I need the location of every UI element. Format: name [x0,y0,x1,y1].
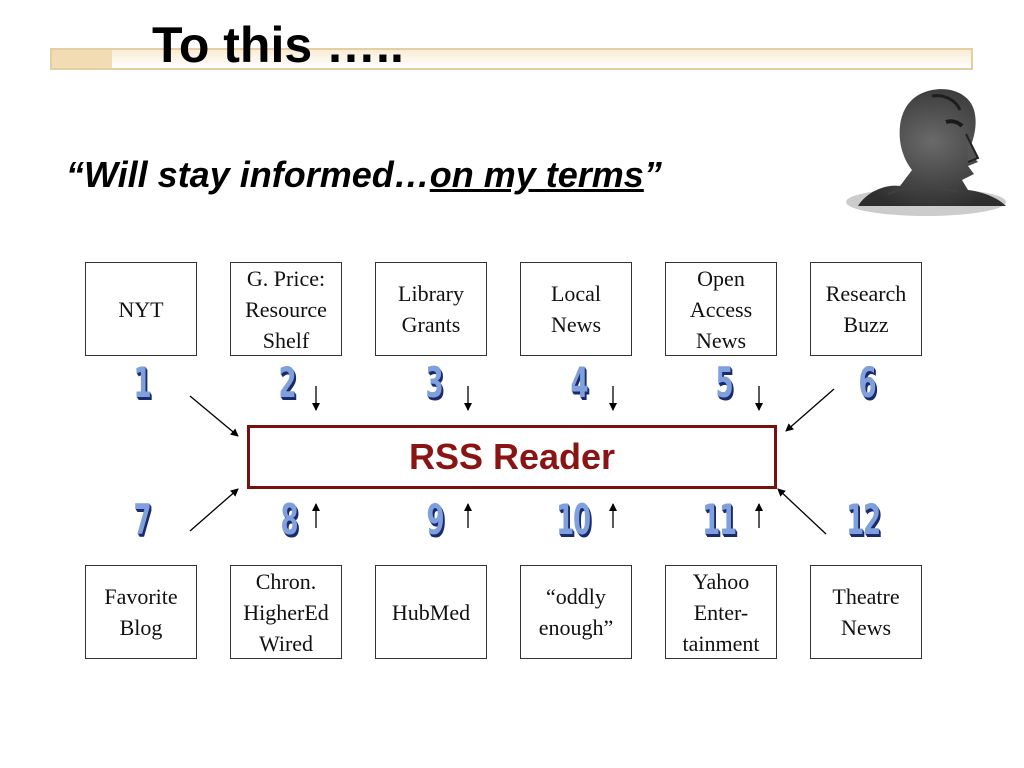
source-box-5: Open Access News [665,262,777,356]
quote-close-mark: ” [643,154,662,195]
source-box-7: Favorite Blog [85,565,197,659]
source-number-12: 12 [846,495,881,544]
source-number-10: 10 [556,495,591,544]
source-number-8: 8 [280,495,299,544]
arrow-7 [189,488,239,532]
source-number-11: 11 [702,495,737,544]
arrow-6 [785,388,835,432]
quote-text: “Will stay informed… [66,154,430,195]
header-bar-accent [52,50,112,68]
arrow-12 [777,488,827,535]
moai-statue-illustration [846,89,1006,216]
source-number-2: 2 [278,358,297,407]
source-number-5: 5 [715,358,734,407]
source-number-1: 1 [133,358,152,407]
source-number-4: 4 [570,358,589,407]
quote-underlined-text: on my terms [429,154,644,195]
source-box-11: Yahoo Enter- tainment [665,565,777,659]
source-box-8: Chron. HigherEd Wired [230,565,342,659]
source-number-7: 7 [133,495,152,544]
source-number-9: 9 [426,495,445,544]
source-box-6: Research Buzz [810,262,922,356]
source-box-9: HubMed [375,565,487,659]
source-box-1: NYT [85,262,197,356]
slide-quote: “Will stay informed…on my terms” [66,154,662,196]
source-box-2: G. Price: Resource Shelf [230,262,342,356]
slide-title: To this ….. [152,17,404,73]
source-box-4: Local News [520,262,632,356]
source-number-3: 3 [425,358,444,407]
source-box-3: Library Grants [375,262,487,356]
arrow-1 [189,395,239,437]
source-box-10: “oddly enough” [520,565,632,659]
header-bar [50,48,973,70]
source-number-6: 6 [858,358,877,407]
rss-reader-box: RSS Reader [247,425,777,489]
source-box-12: Theatre News [810,565,922,659]
